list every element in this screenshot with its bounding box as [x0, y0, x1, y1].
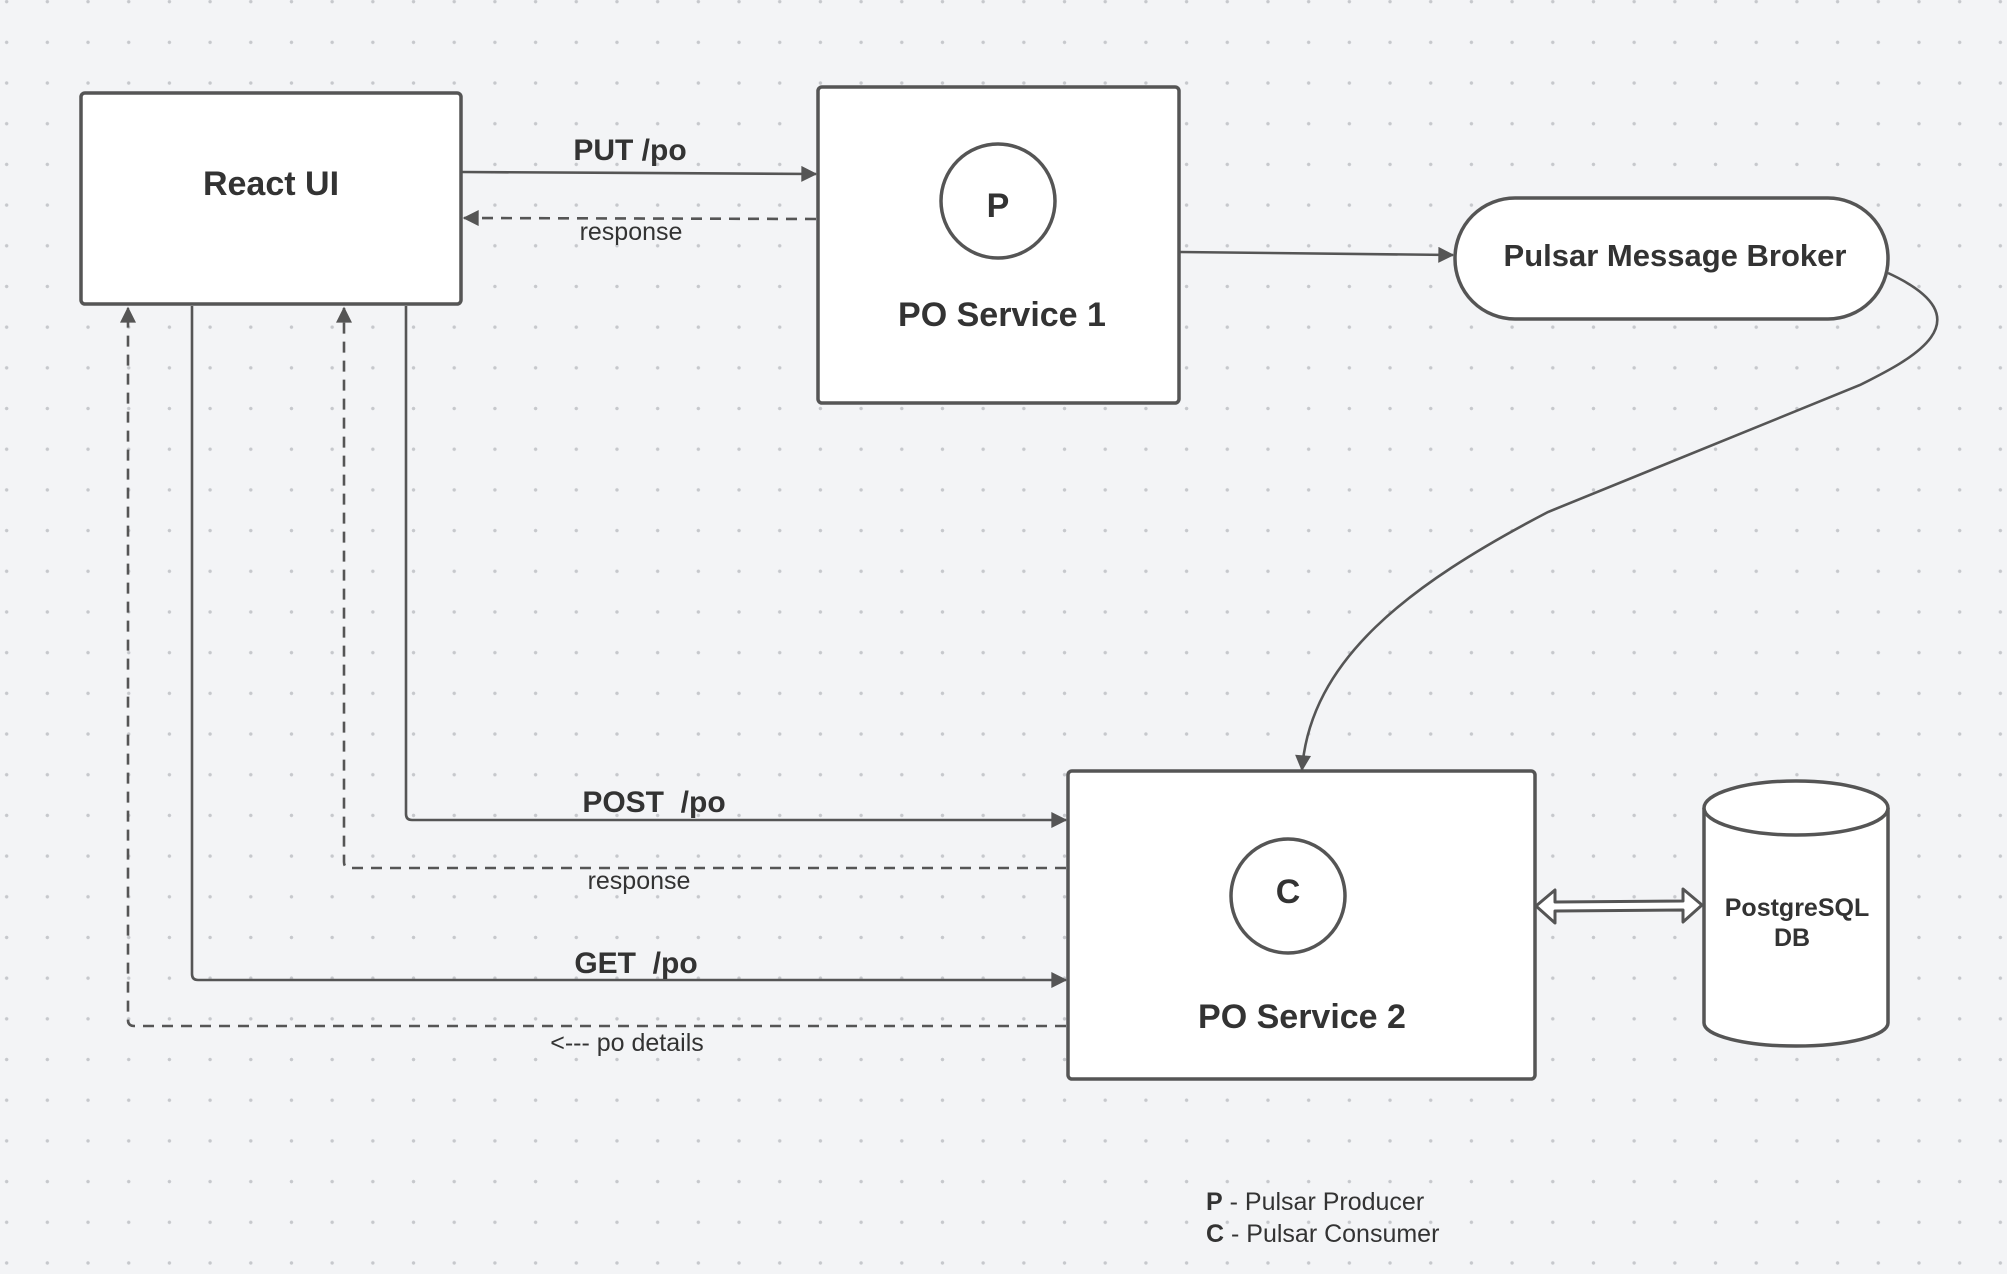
po-service-1-node[interactable]: P PO Service 1	[816, 85, 1181, 405]
service2-db-bidirectional-arrow	[1534, 887, 1704, 925]
service1-to-broker-arrow	[1179, 246, 1455, 263]
po-service-1-label: PO Service 1	[898, 296, 1106, 334]
producer-badge	[939, 142, 1057, 260]
put-response-label: response	[580, 218, 683, 246]
get-response-arrow	[120, 306, 1066, 1028]
post-response-arrow	[336, 306, 1066, 870]
post-response-label: response	[588, 867, 691, 895]
pulsar-broker-label: Pulsar Message Broker	[1504, 238, 1847, 273]
post-po-label: POST /po	[582, 786, 725, 819]
po-service-2-node[interactable]: C PO Service 2	[1066, 769, 1537, 1081]
put-po-label: PUT /po	[573, 134, 686, 167]
po-service-2-label: PO Service 2	[1198, 998, 1406, 1036]
postgresql-db-label-line1: PostgreSQL	[1725, 894, 1869, 922]
producer-badge-label: P	[987, 187, 1010, 225]
get-response-label: <--- po details	[550, 1029, 704, 1057]
consumer-badge-label: C	[1276, 873, 1301, 911]
legend-producer: P - Pulsar Producer	[1206, 1188, 1424, 1216]
react-ui-label: React UI	[203, 165, 339, 203]
legend: P - Pulsar Producer C - Pulsar Consumer	[1206, 1188, 1439, 1248]
pulsar-broker-node[interactable]: Pulsar Message Broker	[1453, 196, 1890, 321]
get-po-label: GET /po	[574, 947, 697, 980]
get-po-arrow	[190, 306, 1068, 988]
put-response-arrow	[462, 210, 817, 227]
postgresql-db-label-line2: DB	[1774, 924, 1810, 952]
broker-to-service2-arrow	[1295, 271, 1939, 772]
put-po-arrow	[461, 165, 818, 182]
post-po-arrow	[404, 306, 1068, 828]
consumer-badge	[1229, 837, 1347, 955]
react-ui-node[interactable]: React UI	[79, 91, 463, 306]
legend-consumer: C - Pulsar Consumer	[1206, 1220, 1439, 1248]
postgresql-db-node[interactable]: PostgreSQL DB	[1702, 779, 1890, 1048]
